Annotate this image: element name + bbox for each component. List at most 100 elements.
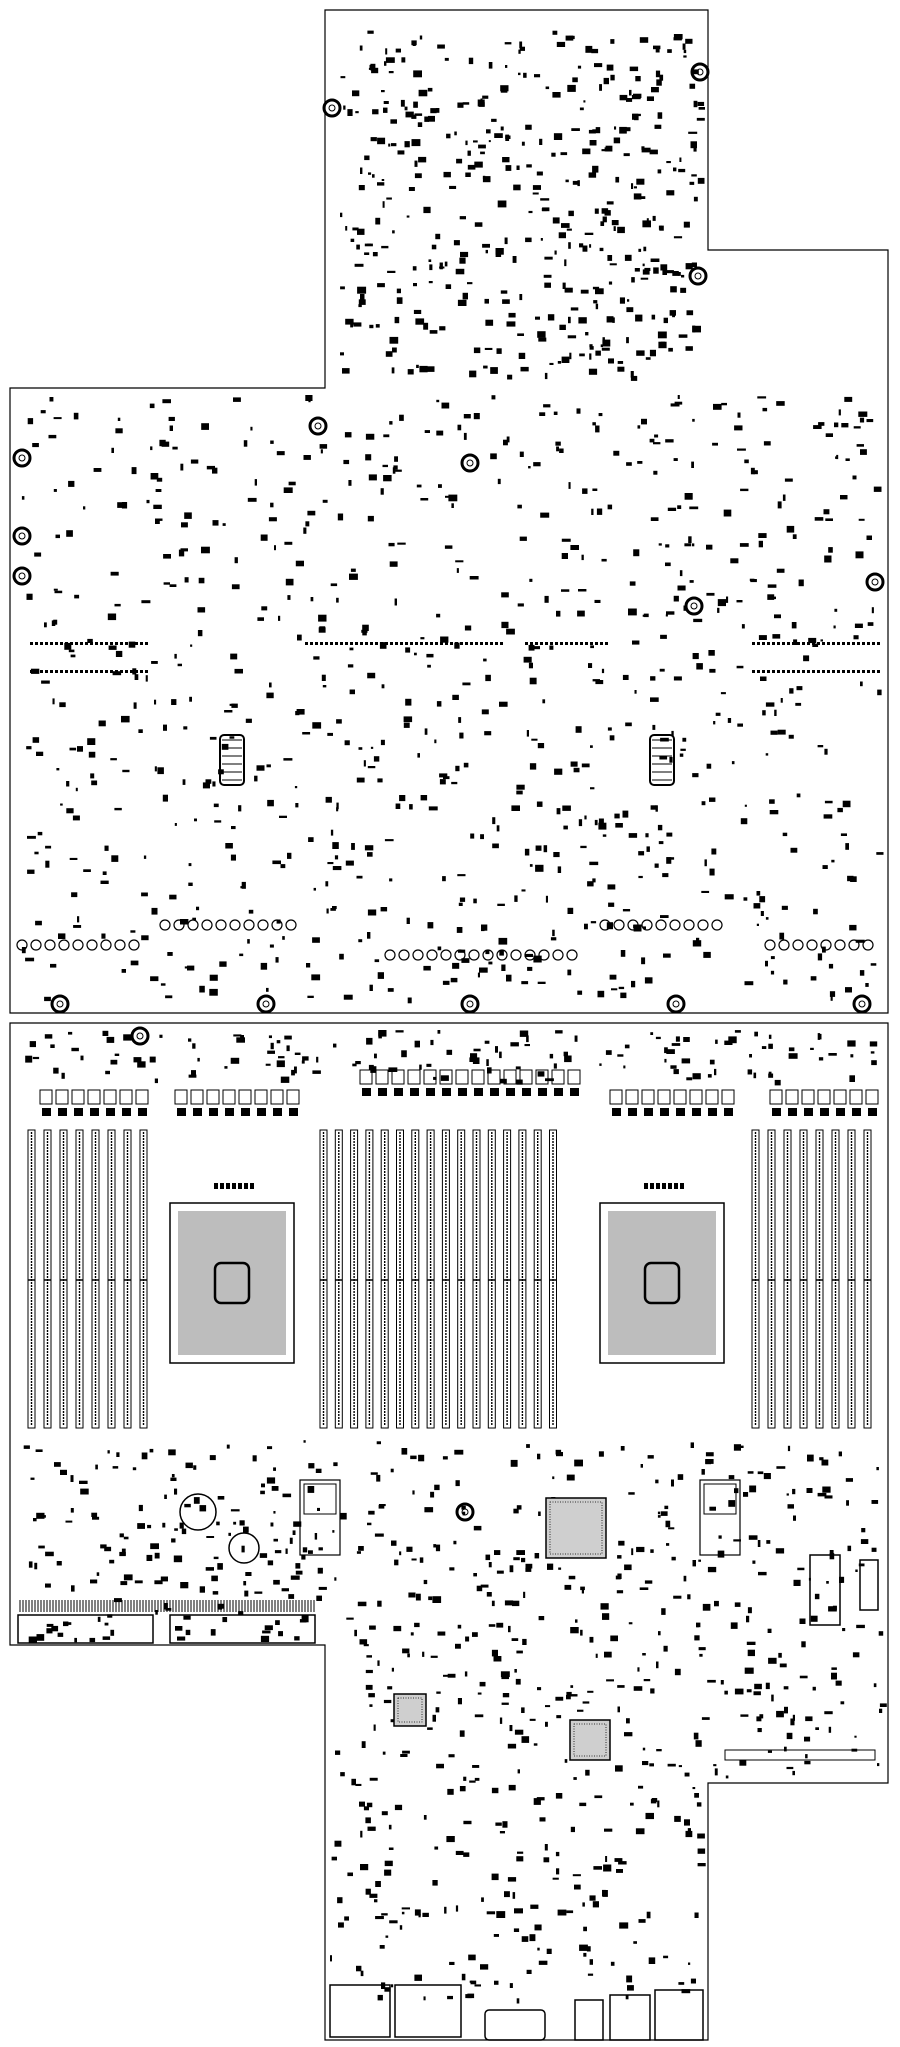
smd-component — [757, 1540, 761, 1547]
smd-component — [360, 1970, 364, 1977]
smd-component — [494, 133, 503, 138]
header-pin — [75, 642, 78, 645]
smd-component — [657, 1800, 660, 1808]
smd-component — [646, 218, 649, 222]
smd-component — [424, 116, 429, 122]
smd-component — [627, 299, 630, 302]
smd-component — [459, 897, 466, 902]
smd-component — [183, 726, 188, 730]
smd-component — [728, 1500, 736, 1507]
smd-component — [35, 1449, 43, 1452]
smd-component — [615, 176, 620, 183]
smd-component — [822, 865, 828, 869]
smd-component — [172, 446, 178, 450]
smd-component — [546, 1948, 552, 1954]
smd-component — [623, 1065, 626, 1069]
smd-component — [115, 428, 123, 434]
smd-component — [171, 1474, 175, 1478]
smd-component — [653, 470, 658, 475]
smd-component — [655, 805, 658, 812]
smd-component — [132, 1467, 137, 1471]
header-pin — [565, 642, 568, 645]
header-pin — [30, 642, 33, 645]
socket-pin-row — [238, 1183, 242, 1189]
smd-component — [632, 113, 639, 120]
smd-component — [508, 1784, 516, 1791]
smd-component — [637, 461, 643, 464]
smd-component — [622, 810, 629, 818]
smd-component — [693, 100, 698, 108]
capacitor — [398, 949, 410, 961]
smd-component — [824, 800, 833, 804]
smd-component — [453, 1540, 457, 1545]
smd-component — [549, 645, 554, 650]
smd-component — [289, 1537, 293, 1544]
smd-component — [80, 1055, 84, 1061]
smd-component — [555, 441, 561, 446]
smd-component — [442, 980, 450, 985]
dimm-slot — [380, 1129, 389, 1429]
header-pin — [560, 642, 563, 645]
smd-component — [831, 1667, 837, 1670]
smd-component — [760, 676, 767, 681]
mounting-hole — [12, 526, 32, 546]
smd-component — [593, 1866, 602, 1870]
smd-component — [464, 625, 472, 631]
smd-component — [667, 49, 672, 53]
smd-component — [609, 974, 617, 980]
smd-component — [473, 347, 481, 354]
smd-component — [638, 1785, 644, 1789]
smd-component — [463, 414, 471, 419]
smd-component — [496, 1570, 504, 1574]
smd-component — [517, 603, 524, 607]
capacitor — [159, 919, 171, 931]
smd-component — [588, 172, 597, 178]
smd-component — [610, 1961, 615, 1966]
smd-component — [481, 709, 489, 715]
smd-component — [591, 48, 599, 54]
smd-component — [486, 1911, 496, 1915]
header-pin — [812, 642, 815, 645]
smd-component — [544, 282, 551, 288]
smd-component — [812, 1686, 816, 1691]
smd-component — [502, 1693, 510, 1698]
smd-component — [501, 1673, 509, 1680]
vrm-choke — [769, 1089, 783, 1105]
smd-component — [440, 1075, 449, 1081]
smd-component — [214, 820, 222, 823]
smd-component — [556, 610, 561, 617]
smd-component — [570, 307, 579, 311]
smd-component — [598, 822, 607, 830]
smd-component — [723, 509, 732, 517]
smd-component — [396, 297, 403, 304]
smd-component — [624, 1044, 630, 1049]
smd-component — [150, 1543, 159, 1550]
smd-component — [356, 1551, 361, 1554]
smd-component — [679, 570, 683, 577]
smd-component — [516, 1079, 523, 1085]
smd-component — [160, 1576, 168, 1582]
capacitor — [187, 919, 199, 931]
smd-component — [362, 624, 369, 631]
smd-component — [422, 1651, 425, 1657]
smd-component — [109, 1559, 115, 1564]
smd-component — [799, 1618, 806, 1624]
smd-component — [577, 990, 583, 995]
capacitor — [510, 949, 522, 961]
smd-component — [501, 621, 509, 629]
smd-component — [771, 1694, 774, 1702]
vrm-choke — [103, 1089, 117, 1105]
smd-component — [212, 520, 219, 526]
smd-component — [605, 1856, 608, 1862]
smd-component — [419, 365, 428, 373]
smd-component — [707, 1074, 712, 1078]
smd-component — [570, 761, 578, 767]
smd-component — [452, 694, 459, 700]
smd-component — [592, 286, 600, 290]
smd-component — [347, 664, 354, 668]
cpu-socket-lga — [608, 1211, 716, 1355]
smd-component — [364, 252, 370, 255]
smd-component — [428, 806, 438, 811]
header-pin — [757, 642, 760, 645]
smd-component — [448, 494, 458, 502]
